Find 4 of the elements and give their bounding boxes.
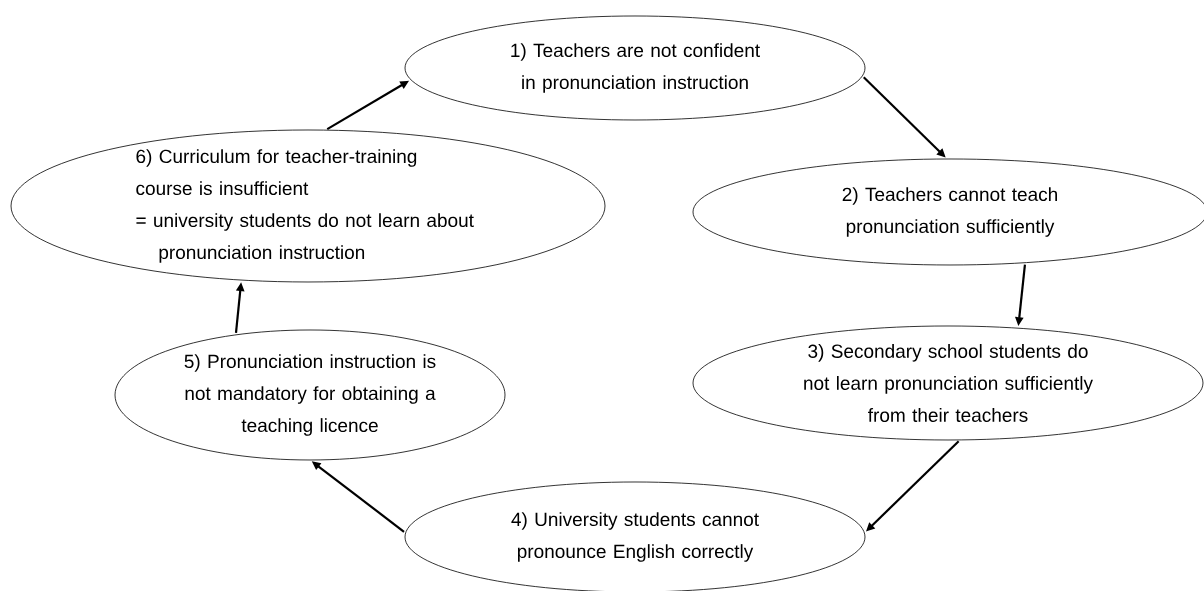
ellipse-node: 1) Teachers are not confident in pronunciation instruction xyxy=(404,15,866,121)
ellipse-node: 5) Pronunciation instruction is not mandatory for obtaining a teaching licence xyxy=(114,329,506,461)
ellipse-node: 3) Secondary school students do not learn pronunciation sufficiently from their teachers xyxy=(692,325,1204,441)
ellipse-node: 6) Curriculum for teacher-training course is insufficient = university students do not learn about pronunciation instruction xyxy=(10,129,606,283)
